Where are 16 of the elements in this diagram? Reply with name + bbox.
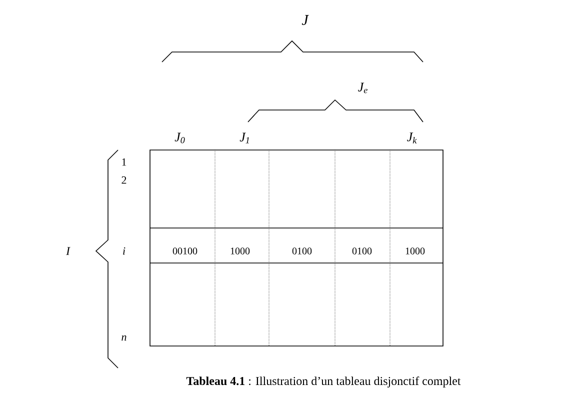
cell-value: 0100	[292, 248, 312, 254]
set-label: J	[302, 15, 309, 25]
row-label: n	[122, 335, 126, 341]
cell-value: 00100	[172, 248, 198, 254]
set-label: J$_{e}$	[358, 82, 368, 94]
cell-value: 0100	[352, 248, 372, 254]
row-label: 2	[122, 176, 126, 184]
cell-value: 1000	[230, 248, 250, 254]
row-label: i	[123, 247, 126, 255]
set-label: I	[66, 247, 70, 255]
column-label: J$_{k}$	[407, 132, 417, 144]
caption: Tableau 4.1 : Illustration d’un tableau disjonctif complet	[186, 376, 461, 388]
column-label: J$_{1}$	[240, 132, 249, 144]
row-label: 1	[122, 158, 126, 166]
cell-value: 1000	[406, 248, 425, 254]
column-label: J$_{0}$	[174, 132, 185, 144]
